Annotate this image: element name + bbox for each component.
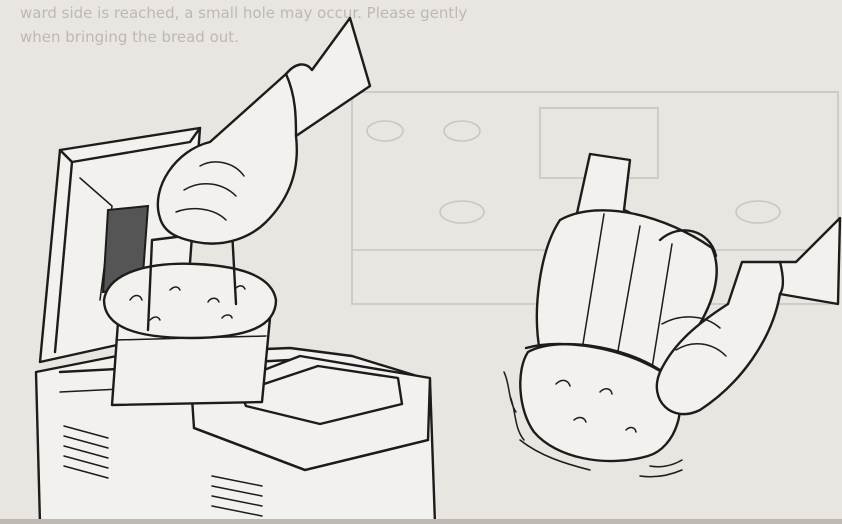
loaf-crust: [104, 264, 276, 338]
left-panel-bread-maker: [36, 18, 435, 524]
bleed-button-2: [444, 121, 480, 141]
bleed-button-3: [440, 201, 484, 223]
bleed-text-line-1: ward side is reached, a small hole may o…: [20, 4, 467, 22]
bleed-button-4: [736, 201, 780, 223]
bleed-text-line-2: when bringing the bread out.: [20, 28, 239, 46]
bleed-button-1: [367, 121, 403, 141]
loaf-top: [104, 264, 276, 338]
page-bottom-band: [0, 519, 842, 524]
right-panel-bread-release: [504, 154, 840, 477]
